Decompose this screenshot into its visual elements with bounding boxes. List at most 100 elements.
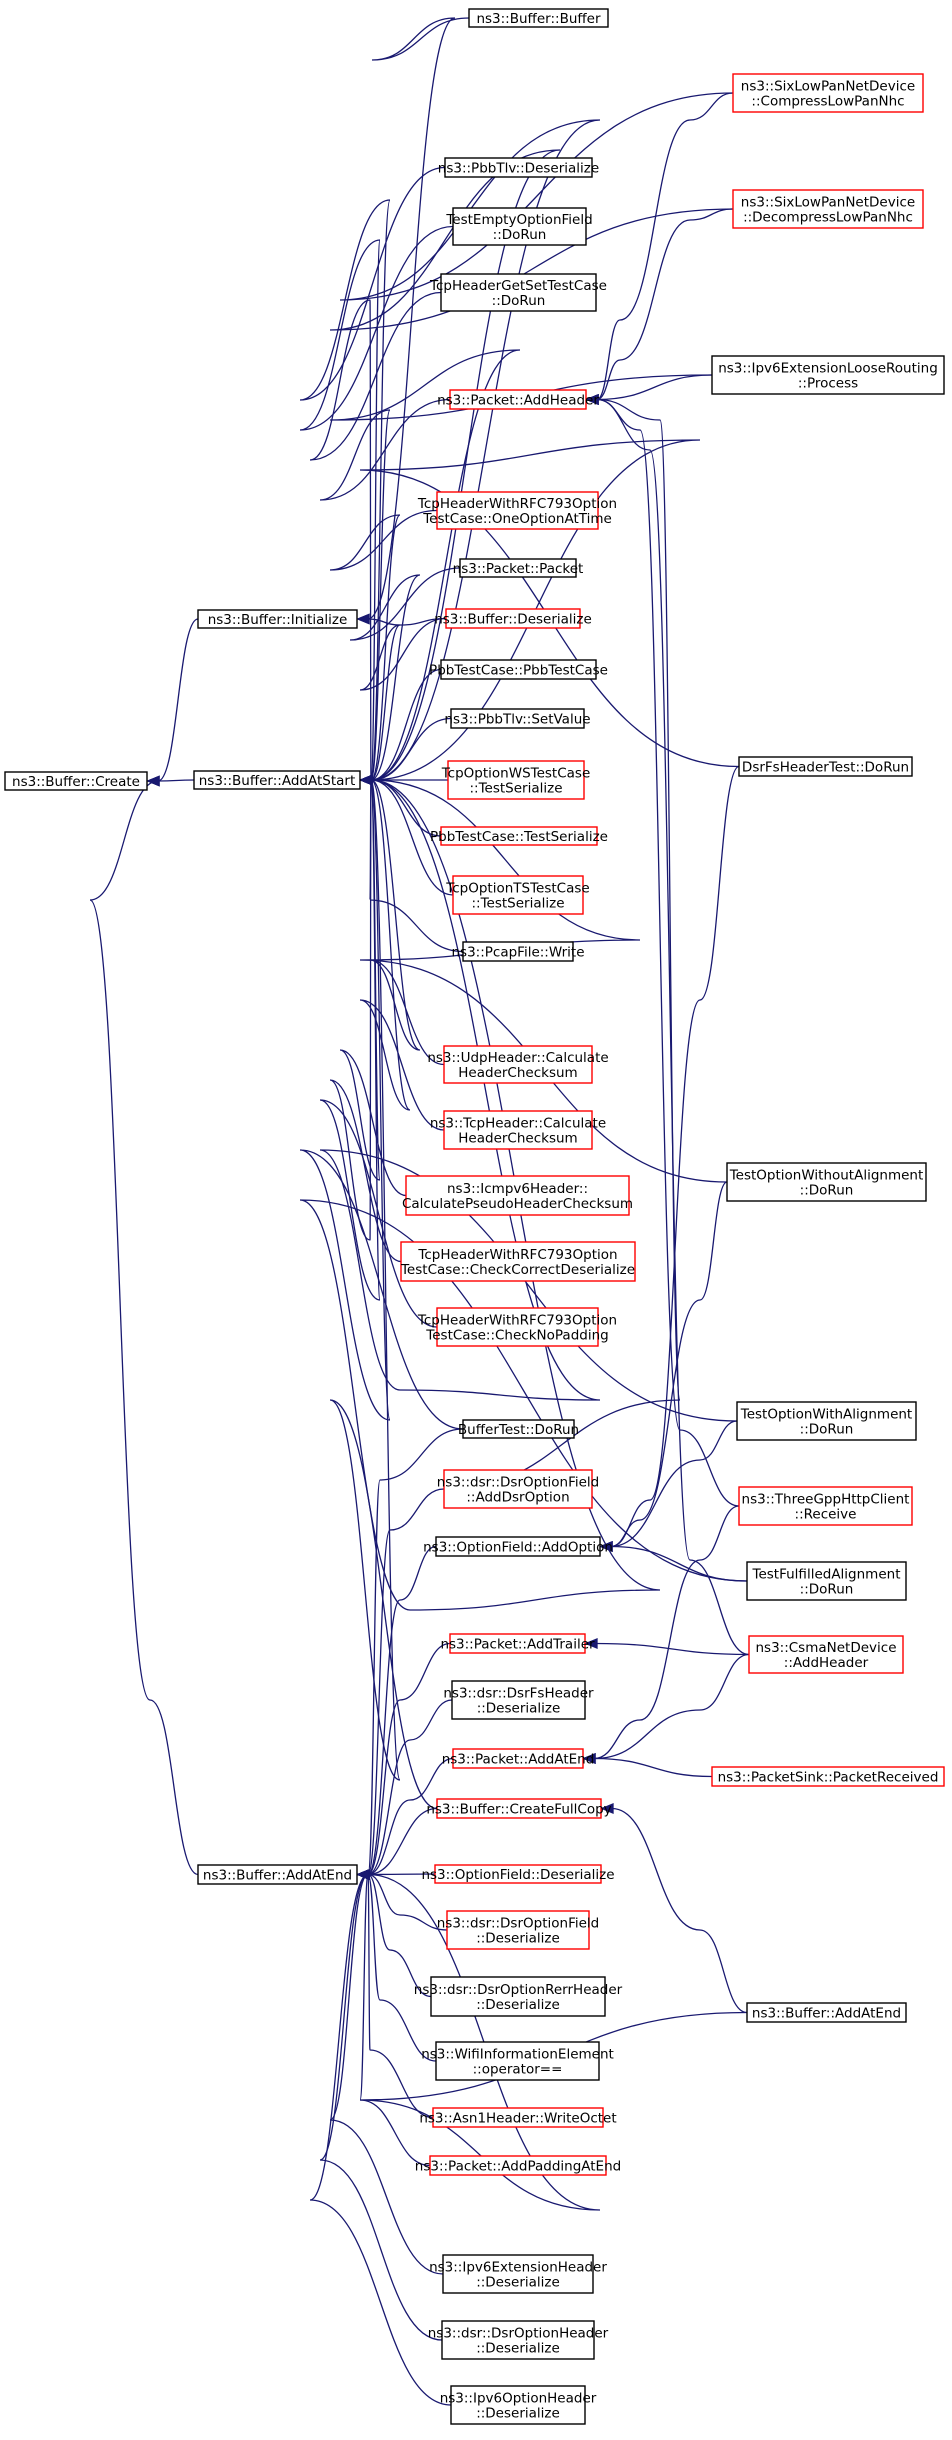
node-pbbtlv-setvalue[interactable]: ns3::PbbTlv::SetValue [444,708,591,729]
node-label: ns3::PcapFile::Write [451,945,584,961]
node-tcp793-nopadding[interactable]: TcpHeaderWithRFC793OptionTestCase::Check… [417,1307,617,1347]
node-tcphdr-getset[interactable]: TcpHeaderGetSetTestCase::DoRun [429,273,607,312]
edge-buffer_addatend_overload-to-buffer_createfullcopy [600,1803,748,2014]
node-packet-addatend[interactable]: ns3::Packet::AddAtEnd [442,1748,595,1769]
node-label: TestCase::CheckNoPadding [425,1328,608,1344]
edge-buffer_ctor-to-initialize [356,17,470,625]
node-label: ns3::Buffer::AddAtEnd [203,1868,352,1884]
node-addatend[interactable]: ns3::Buffer::AddAtEnd [197,1864,358,1885]
node-label: ns3::PbbTlv::Deserialize [438,161,599,177]
node-label: ns3::dsr::DsrOptionField [437,1916,599,1932]
node-ipv6ext-loose[interactable]: ns3::Ipv6ExtensionLooseRouting::Process [711,355,945,395]
node-icmpv6-checksum[interactable]: ns3::Icmpv6Header::CalculatePseudoHeader… [402,1175,633,1216]
node-packet-ctor[interactable]: ns3::Packet::Packet [453,558,584,578]
node-create[interactable]: ns3::Buffer::Create [4,771,148,791]
node-testoption-with[interactable]: TestOptionWithAlignment::DoRun [736,1401,917,1441]
node-label: ::Process [798,376,858,392]
node-packet-addtrailer[interactable]: ns3::Packet::AddTrailer [440,1633,595,1654]
node-tcp793-oneopt[interactable]: TcpHeaderWithRFC793OptionTestCase::OneOp… [417,491,617,530]
node-label: ns3::Packet::AddPaddingAtEnd [415,2159,621,2175]
node-packetsink-received[interactable]: ns3::PacketSink::PacketReceived [711,1766,945,1787]
node-sixlow-compress[interactable]: ns3::SixLowPanNetDevice::CompressLowPanN… [732,73,924,113]
node-dsrfsheadertest[interactable]: DsrFsHeaderTest::DoRun [738,756,913,777]
node-label: CalculatePseudoHeaderChecksum [402,1196,633,1212]
node-label: ns3::OptionField::AddOption [423,1540,613,1556]
edge-optionfield_addoption-to-addatend [356,1545,437,1880]
node-testemptyoption[interactable]: TestEmptyOptionField::DoRun [445,207,593,246]
node-buffer-addatend-overload[interactable]: ns3::Buffer::AddAtEnd [746,2002,907,2023]
node-testoption-without[interactable]: TestOptionWithoutAlignment::DoRun [726,1162,927,1202]
node-buffer-ctor[interactable]: ns3::Buffer::Buffer [468,8,609,28]
node-label: ns3::Packet::Packet [453,561,584,577]
node-dsrfsheader-deser[interactable]: ns3::dsr::DsrFsHeader::Deserialize [443,1680,594,1720]
node-label: ns3::Buffer::Buffer [476,11,601,27]
node-label: ns3::PbbTlv::SetValue [444,712,590,728]
node-buffer-createfullcopy[interactable]: ns3::Buffer::CreateFullCopy [426,1798,612,1819]
edge-testfulfilled-to-optionfield_addoption [599,1541,748,1582]
node-label: PbbTestCase::TestSerialize [430,829,608,845]
node-label: TcpHeaderWithRFC793Option [417,1247,617,1263]
node-label: ns3::Asn1Header::WriteOctet [419,2111,616,2127]
node-label: ::TestSerialize [471,896,564,912]
node-label: ::AddDsrOption [466,1490,569,1506]
node-ipv6ext-deser[interactable]: ns3::Ipv6ExtensionHeader::Deserialize [429,2254,607,2294]
node-label: ns3::Buffer::Deserialize [434,612,592,628]
node-buffer-deser[interactable]: ns3::Buffer::Deserialize [434,608,592,629]
node-label: PbbTestCase::PbbTestCase [429,663,608,679]
node-label: TestOptionWithAlignment [740,1407,912,1423]
edge-sixlow_compress-to-addatstart [339,92,734,786]
edge-buffer_createfullcopy-to-addatstart [329,774,438,1810]
node-asn1-writeoctet[interactable]: ns3::Asn1Header::WriteOctet [419,2107,617,2128]
node-label: ::CompressLowPanNhc [751,94,904,110]
node-label: ::TestSerialize [469,781,562,797]
node-tcp793-checkcorrect[interactable]: TcpHeaderWithRFC793OptionTestCase::Check… [400,1241,636,1282]
graph-nodes: ns3::Buffer::Create ns3::Buffer::Initiali… [4,8,945,2425]
edge-csma_addheader-to-packet_addtrailer [584,1638,750,1656]
node-tcpoptts[interactable]: TcpOptionTSTestCase::TestSerialize [445,875,590,915]
node-pbbtestcase[interactable]: PbbTestCase::PbbTestCase [429,659,608,680]
node-optionfield-addoption[interactable]: ns3::OptionField::AddOption [423,1536,613,1557]
node-label: ns3::TcpHeader::Calculate [430,1116,606,1132]
node-label: ns3::Packet::AddAtEnd [442,1752,595,1768]
node-label: ns3::SixLowPanNetDevice [741,195,915,211]
node-packet-addpadding[interactable]: ns3::Packet::AddPaddingAtEnd [415,2155,621,2176]
node-label: ns3::Ipv6OptionHeader [440,2391,597,2407]
node-label: TestCase::CheckCorrectDeserialize [400,1262,635,1278]
node-threegpp-receive[interactable]: ns3::ThreeGppHttpClient::Receive [738,1486,913,1526]
node-label: TcpHeaderWithRFC793Option [417,1313,617,1329]
edge-addatend-to-create [89,775,199,1876]
edge-csma_addheader-to-packet_addatend [582,1653,750,1764]
node-label: TcpHeaderWithRFC793Option [417,496,617,512]
node-dsr-adddsroption[interactable]: ns3::dsr::DsrOptionField::AddDsrOption [437,1469,599,1509]
node-packet-addheader[interactable]: ns3::Packet::AddHeader [437,389,599,410]
node-pbbtest-serialize[interactable]: PbbTestCase::TestSerialize [430,826,608,846]
edge-packet_addheader-to-addatstart [319,398,451,786]
node-ipv6option-deser[interactable]: ns3::Ipv6OptionHeader::Deserialize [440,2385,597,2425]
edge-threegpp_receive-to-packet_addheader [585,394,740,1507]
edge-ipv6option_deser-to-addatend [309,1869,452,2406]
node-label: ::DecompressLowPanNhc [743,210,913,226]
node-csma-addheader[interactable]: ns3::CsmaNetDevice::AddHeader [748,1635,904,1674]
node-label: ::Deserialize [476,2406,560,2422]
node-sixlow-decompress[interactable]: ns3::SixLowPanNetDevice::DecompressLowPa… [732,189,924,229]
node-testfulfilled[interactable]: TestFulfilledAlignment::DoRun [746,1561,907,1601]
node-label: TcpOptionWSTestCase [441,766,591,782]
node-label: ns3::Buffer::CreateFullCopy [426,1802,611,1818]
node-label: ::Deserialize [476,1931,560,1947]
node-wifiinfo-eq[interactable]: ns3::WifiInformationElement::operator== [421,2041,614,2081]
node-label: ns3::OptionField::Deserialize [421,1867,614,1883]
node-label: ns3::Buffer::AddAtStart [199,773,356,789]
node-initialize[interactable]: ns3::Buffer::Initialize [197,609,358,629]
edge-ipv6ext_deser-to-addatend [329,1869,444,2275]
node-pbbtlv-deser[interactable]: ns3::PbbTlv::Deserialize [438,157,599,178]
node-dsroptionfield-deser[interactable]: ns3::dsr::DsrOptionField::Deserialize [437,1910,599,1950]
node-buffertest[interactable]: BufferTest::DoRun [458,1419,579,1439]
node-tcpoptws[interactable]: TcpOptionWSTestCase::TestSerialize [441,760,591,800]
node-addatstart[interactable]: ns3::Buffer::AddAtStart [193,770,361,790]
node-pcapfile-write[interactable]: ns3::PcapFile::Write [451,941,585,962]
node-dsrrerr-deser[interactable]: ns3::dsr::DsrOptionRerrHeader::Deseriali… [414,1976,623,2017]
node-optionfield-deser[interactable]: ns3::OptionField::Deserialize [421,1864,615,1884]
node-dsroptionheader-deser[interactable]: ns3::dsr::DsrOptionHeader::Deserialize [428,2320,609,2360]
